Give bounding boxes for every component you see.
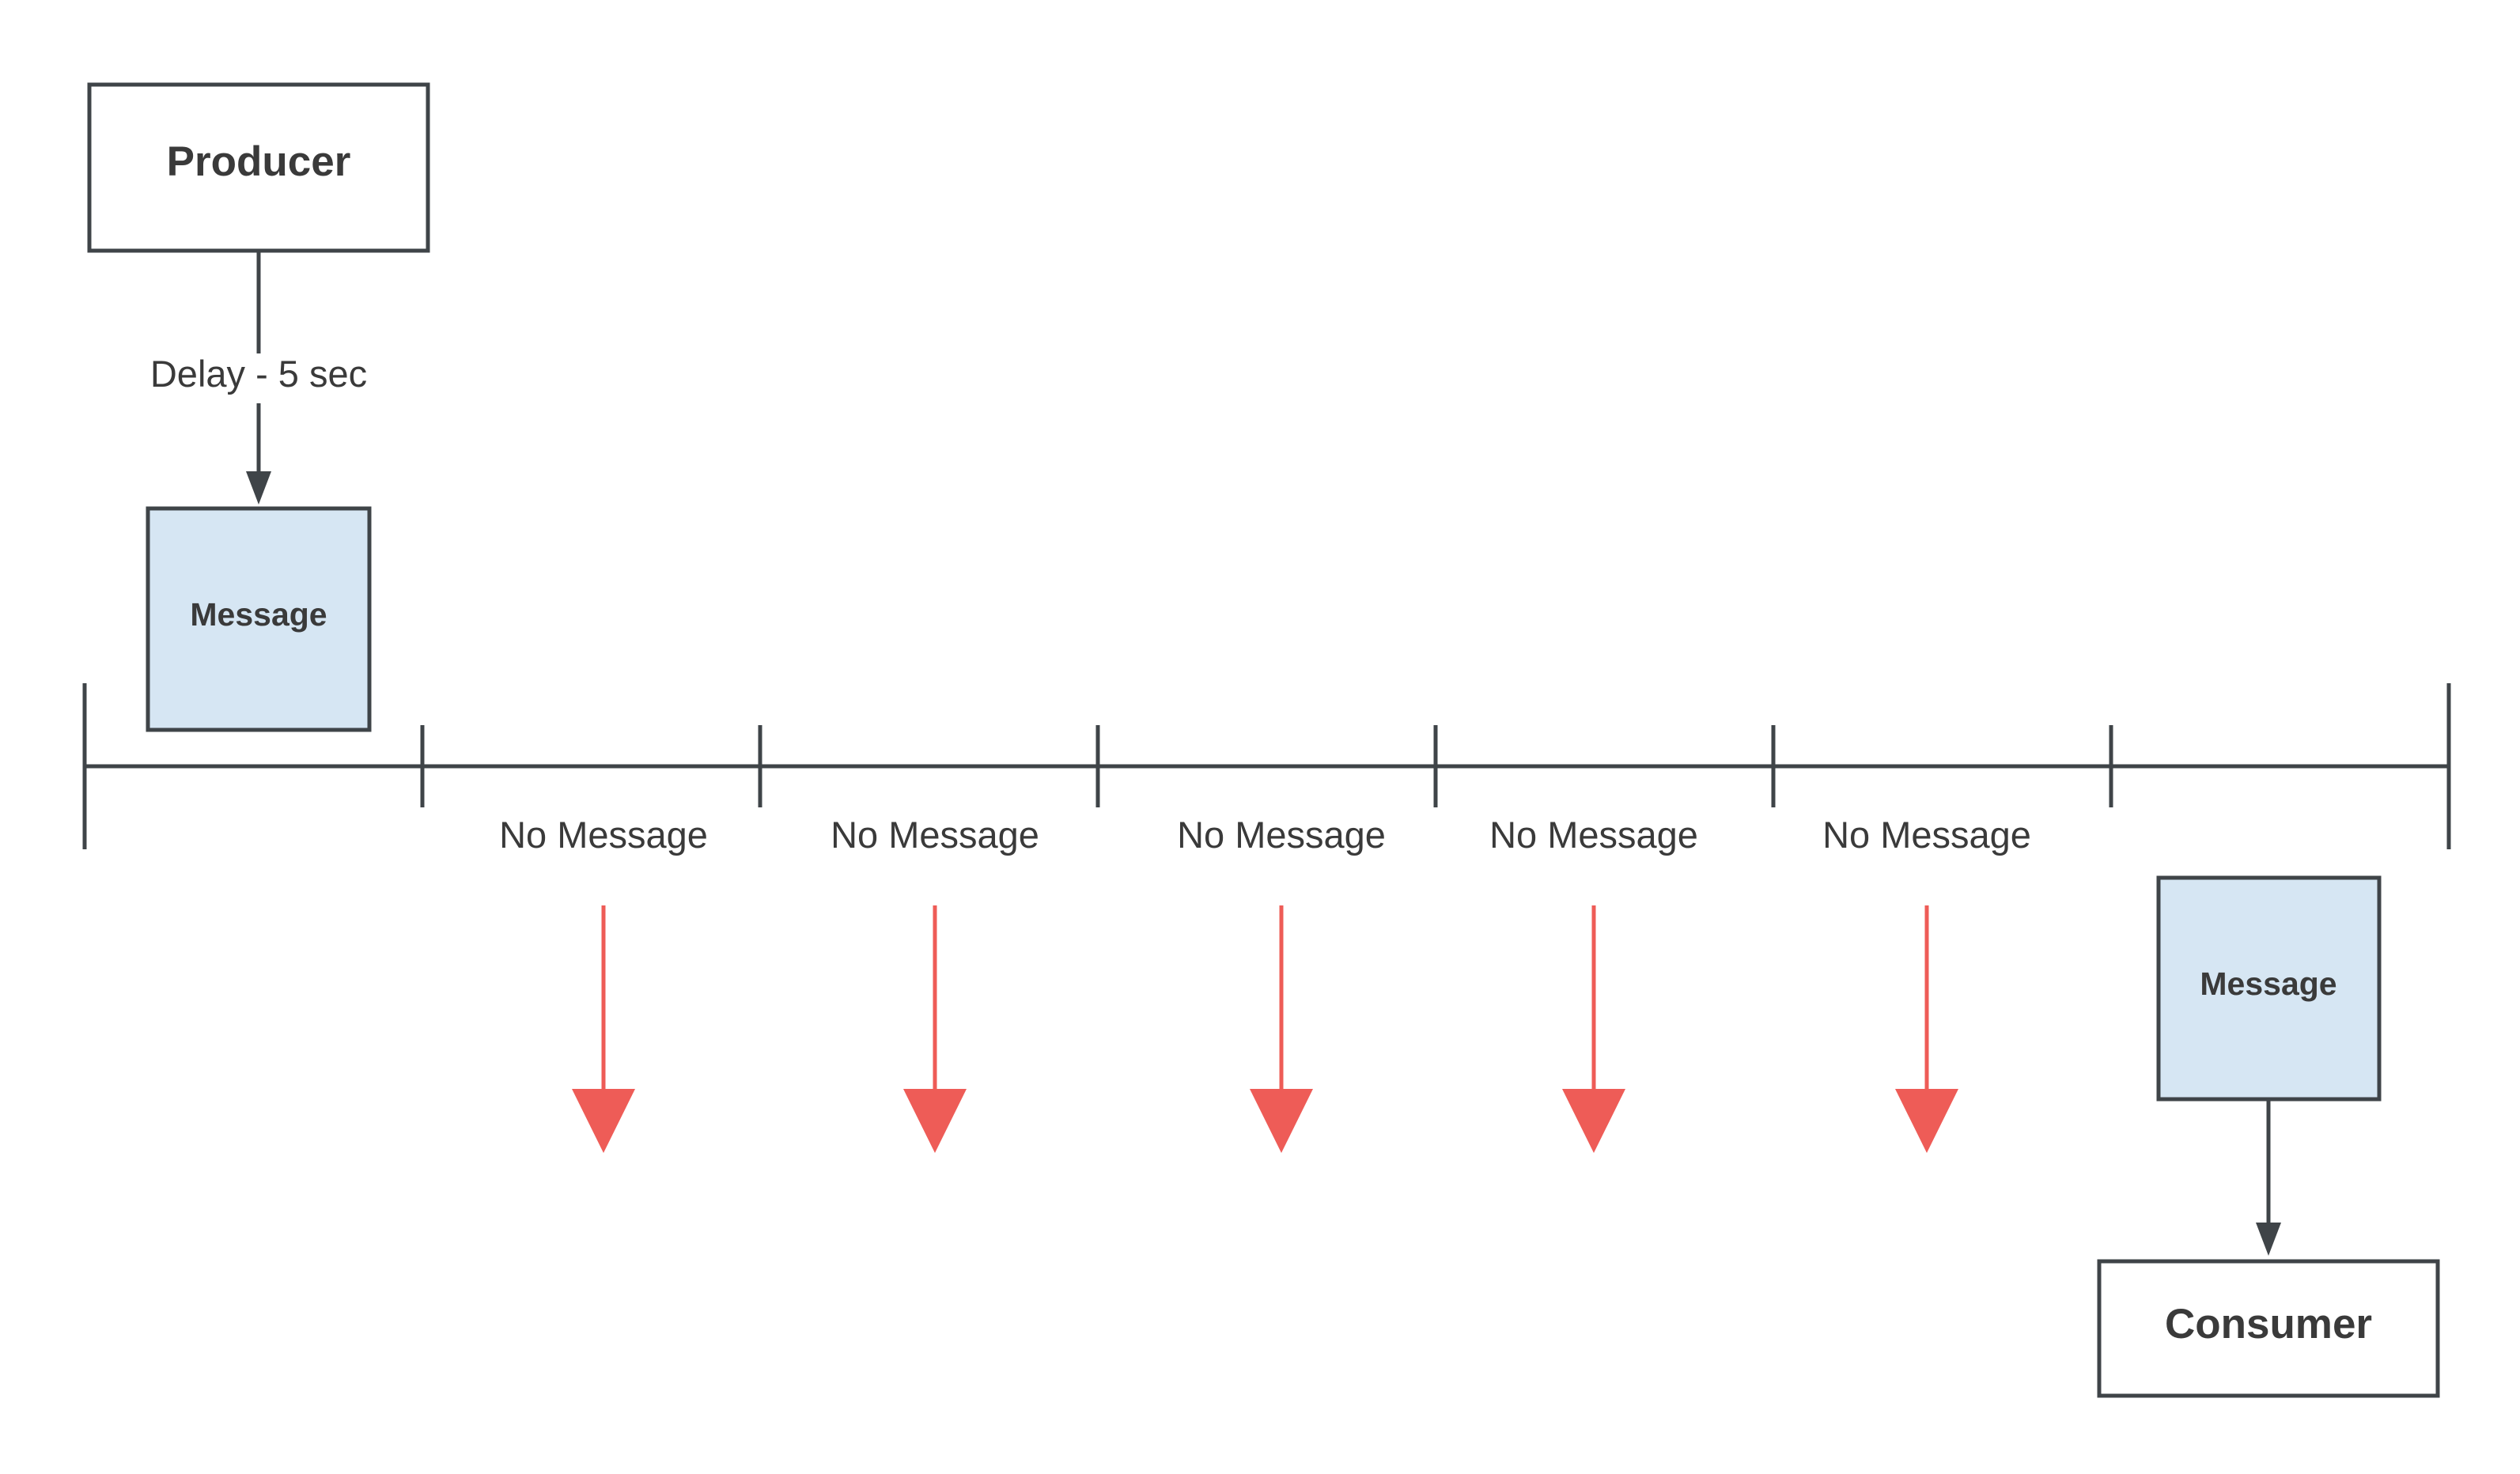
message-bottom-node: Message — [2156, 875, 2382, 1102]
producer-node: Producer — [87, 82, 430, 253]
message-top-node: Message — [146, 506, 372, 732]
no-message-arrowhead — [903, 1089, 967, 1153]
consumer-box — [2097, 1259, 2440, 1398]
no-message-label: No Message — [1489, 814, 1698, 856]
delay-connector: Delay - 5 sec — [150, 251, 367, 505]
delay-label: Delay - 5 sec — [150, 353, 367, 395]
no-message-label: No Message — [1822, 814, 2031, 856]
message-top-label: Message — [190, 596, 327, 633]
poll-5: No Message — [1822, 814, 2031, 1153]
producer-label: Producer — [167, 138, 351, 185]
delay-arrowhead — [246, 471, 271, 505]
no-message-label: No Message — [1177, 814, 1386, 856]
no-message-arrowhead — [1895, 1089, 1958, 1153]
consumer-label: Consumer — [2165, 1301, 2372, 1347]
consume-connector — [2256, 1099, 2281, 1256]
no-message-arrowhead — [572, 1089, 635, 1153]
no-message-arrowhead — [1562, 1089, 1625, 1153]
message-top-box — [146, 506, 372, 732]
no-message-label: No Message — [499, 814, 708, 856]
consume-arrowhead — [2256, 1223, 2281, 1256]
poll-3: No Message — [1177, 814, 1386, 1153]
message-bottom-label: Message — [2200, 966, 2336, 1002]
timeline — [82, 683, 2451, 849]
poll-2: No Message — [831, 814, 1039, 1153]
producer-box — [87, 82, 430, 253]
poll-1: No Message — [499, 814, 708, 1153]
consumer-node: Consumer — [2097, 1259, 2440, 1398]
no-message-arrowhead — [1250, 1089, 1313, 1153]
poll-4: No Message — [1489, 814, 1698, 1153]
no-message-label: No Message — [831, 814, 1039, 856]
